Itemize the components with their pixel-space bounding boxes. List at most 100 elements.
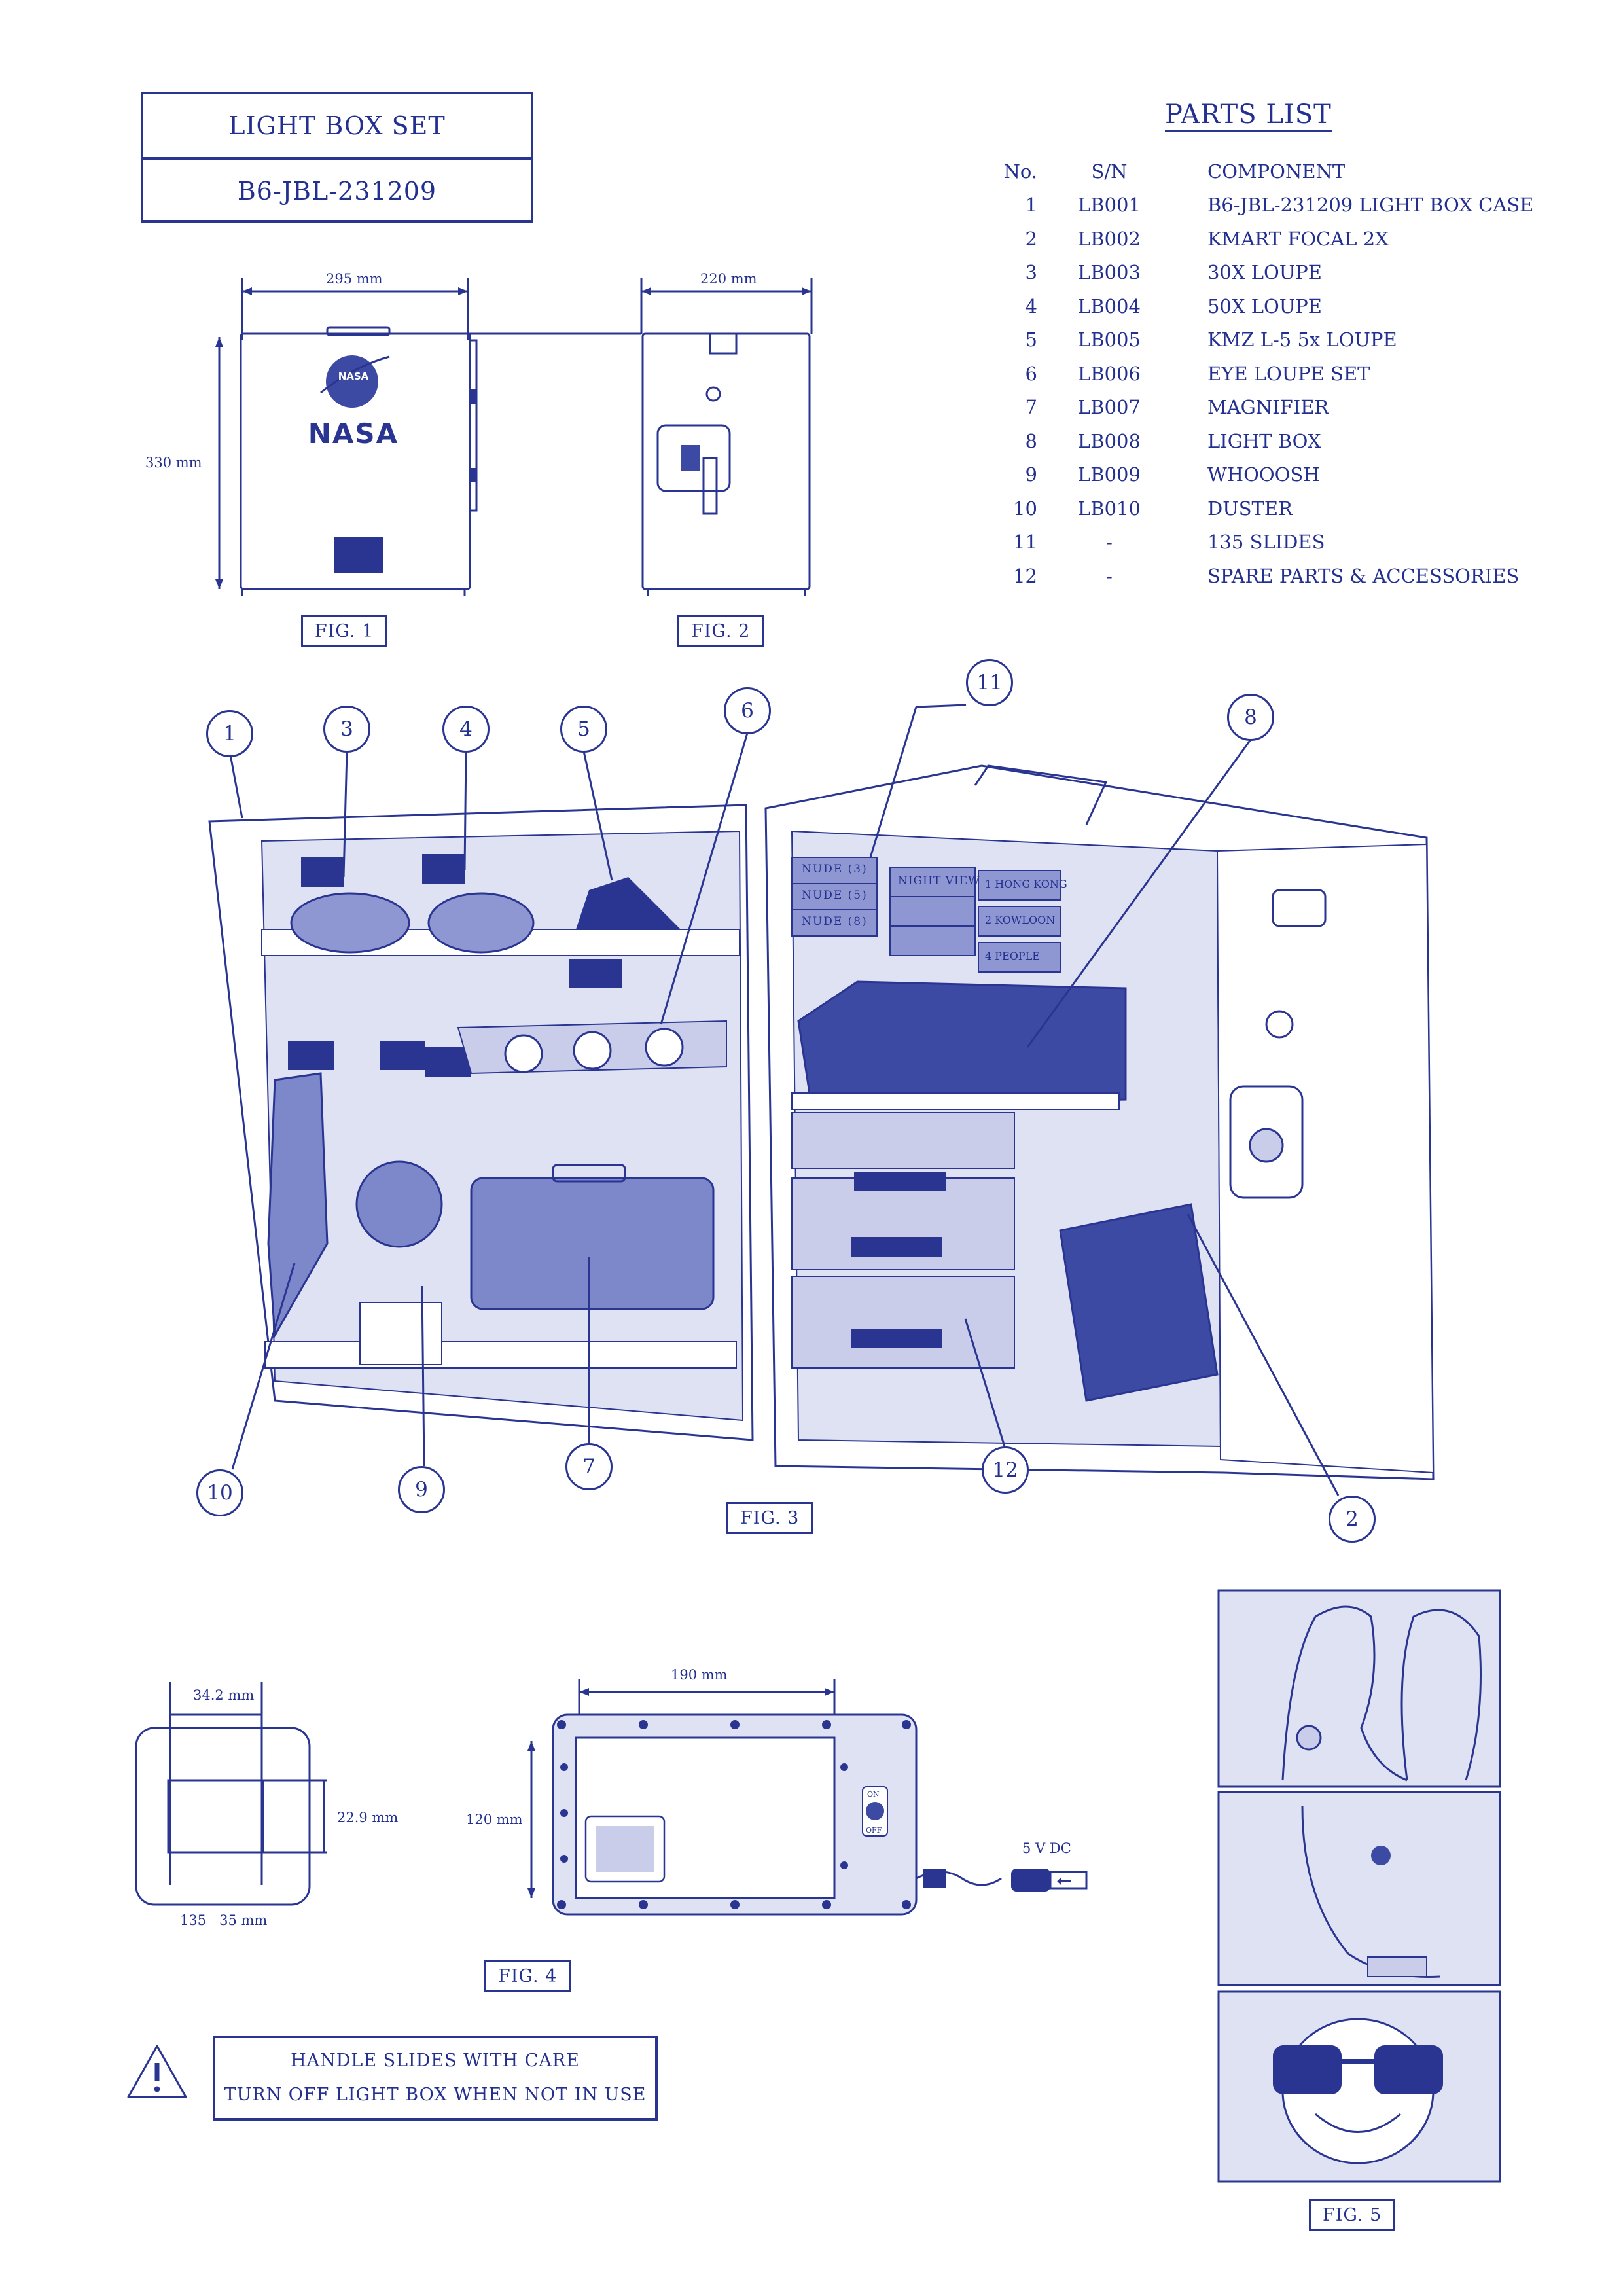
callout-6: 6: [724, 687, 771, 734]
title-code: B6-JBL-231209: [143, 157, 531, 223]
table-row: 8 LB008 LIGHT BOX: [975, 424, 1533, 458]
part-sn: LB006: [1078, 362, 1141, 385]
table-row: 3 LB003 30X LOUPE: [975, 256, 1533, 290]
usb-icon: ⭠: [1056, 1869, 1072, 1892]
part-no: 1: [1025, 194, 1037, 217]
table-row: 10 LB010 DUSTER: [975, 492, 1533, 526]
part-sn: LB003: [1078, 261, 1141, 284]
nasa-worm-logo: NASA: [308, 418, 399, 450]
switch-off-label: OFF: [866, 1826, 882, 1835]
callout-1: 1: [206, 710, 253, 757]
part-sn: -: [1106, 564, 1113, 587]
switch-on-label: ON: [867, 1790, 880, 1799]
part-name: WHOOOSH: [1207, 463, 1320, 486]
part-name: 30X LOUPE: [1207, 261, 1322, 284]
callout-9: 9: [398, 1466, 445, 1513]
part-sn: LB005: [1078, 329, 1141, 351]
part-sn: -: [1106, 531, 1113, 554]
part-no: 10: [1013, 497, 1037, 520]
part-sn: LB001: [1078, 194, 1141, 217]
callout-7: 7: [565, 1443, 613, 1490]
fig4-label: FIG. 4: [484, 1960, 571, 1992]
part-no: 8: [1025, 429, 1037, 452]
table-row: 5 LB005 KMZ L-5 5x LOUPE: [975, 323, 1533, 357]
warning-box: HANDLE SLIDES WITH CARE TURN OFF LIGHT B…: [213, 2036, 658, 2121]
fig1-label: FIG. 1: [301, 615, 388, 647]
part-name: LIGHT BOX: [1207, 429, 1321, 452]
part-no: 12: [1013, 564, 1037, 587]
nasa-meatball-logo: NASA: [338, 370, 369, 382]
slide-height-label: 22.9 mm: [337, 1810, 399, 1825]
part-name: 50X LOUPE: [1207, 295, 1322, 317]
lightbox-width-label: 190 mm: [671, 1667, 728, 1683]
fig2-width-label: 220 mm: [700, 271, 757, 287]
title-block: LIGHT BOX SET B6-JBL-231209: [141, 92, 533, 223]
slide-box-label: 1 HONG KONG: [985, 878, 1067, 890]
part-name: B6-JBL-231209 LIGHT BOX CASE: [1207, 194, 1534, 217]
part-no: 5: [1025, 329, 1037, 351]
title-name: LIGHT BOX SET: [228, 111, 446, 140]
part-no: 3: [1025, 261, 1037, 284]
part-sn: LB002: [1078, 227, 1141, 250]
power-label: 5 V DC: [1022, 1840, 1071, 1856]
table-row: 11 - 135 SLIDES: [975, 526, 1533, 560]
part-sn: LB004: [1078, 295, 1141, 317]
part-name: MAGNIFIER: [1207, 396, 1329, 419]
part-no: 11: [1013, 531, 1037, 554]
fig5-label: FIG. 5: [1309, 2199, 1396, 2231]
fig2-label: FIG. 2: [677, 615, 764, 647]
fig1-height-label: 330 mm: [145, 455, 202, 471]
warning-triangle-icon: [127, 2045, 187, 2098]
fig1-width-label: 295 mm: [326, 271, 383, 287]
callout-11: 11: [966, 659, 1013, 706]
part-name: DUSTER: [1207, 497, 1293, 520]
part-name: 135 SLIDES: [1207, 531, 1325, 554]
warning-line-2: TURN OFF LIGHT BOX WHEN NOT IN USE: [224, 2085, 647, 2105]
col-component: COMPONENT: [1207, 160, 1346, 183]
parts-list-table: No. S/N COMPONENT 1 LB001 B6-JBL-231209 LI…: [975, 154, 1533, 593]
callout-4: 4: [442, 706, 490, 753]
part-no: 4: [1025, 295, 1037, 317]
callout-2: 2: [1329, 1496, 1376, 1543]
table-row: 4 LB004 50X LOUPE: [975, 289, 1533, 323]
part-no: 6: [1025, 362, 1037, 385]
parts-list-heading: PARTS LIST: [1165, 99, 1332, 132]
table-row: 1 LB001 B6-JBL-231209 LIGHT BOX CASE: [975, 188, 1534, 223]
part-sn: LB010: [1078, 497, 1141, 520]
part-name: SPARE PARTS & ACCESSORIES: [1207, 564, 1520, 587]
slide-width-label: 34.2 mm: [193, 1687, 255, 1703]
part-name: KMZ L-5 5x LOUPE: [1207, 329, 1397, 351]
fig3-label: FIG. 3: [726, 1502, 813, 1534]
callout-3: 3: [323, 706, 370, 753]
col-no: No.: [1003, 160, 1037, 183]
part-sn: LB007: [1078, 396, 1141, 419]
parts-list-header: No. S/N COMPONENT: [975, 154, 1533, 188]
slide-box-label: 2 KOWLOON: [985, 914, 1056, 926]
part-no: 9: [1025, 463, 1037, 486]
part-sn: LB008: [1078, 429, 1141, 452]
table-row: 9 LB009 WHOOOSH: [975, 458, 1533, 492]
part-name: EYE LOUPE SET: [1207, 362, 1370, 385]
warning-line-1: HANDLE SLIDES WITH CARE: [291, 2051, 580, 2071]
callout-8: 8: [1227, 694, 1274, 741]
callout-5: 5: [560, 706, 607, 753]
part-name: KMART FOCAL 2X: [1207, 227, 1389, 250]
col-sn: S/N: [1091, 160, 1128, 183]
slide-box-label: NIGHT VIEW: [898, 874, 980, 888]
table-row: 12 - SPARE PARTS & ACCESSORIES: [975, 559, 1533, 593]
part-sn: LB009: [1078, 463, 1141, 486]
part-no: 2: [1025, 227, 1037, 250]
part-no: 7: [1025, 396, 1037, 419]
lightbox-height-label: 120 mm: [466, 1812, 523, 1827]
table-row: 6 LB006 EYE LOUPE SET: [975, 357, 1533, 391]
table-row: 2 LB002 KMART FOCAL 2X: [975, 222, 1533, 256]
table-row: 7 LB007 MAGNIFIER: [975, 391, 1533, 425]
slide-format-label: 135 35 mm: [180, 1912, 268, 1928]
callout-10: 10: [196, 1469, 243, 1516]
callout-12: 12: [982, 1446, 1029, 1494]
slide-box-label: NUDE (5): [802, 889, 868, 902]
